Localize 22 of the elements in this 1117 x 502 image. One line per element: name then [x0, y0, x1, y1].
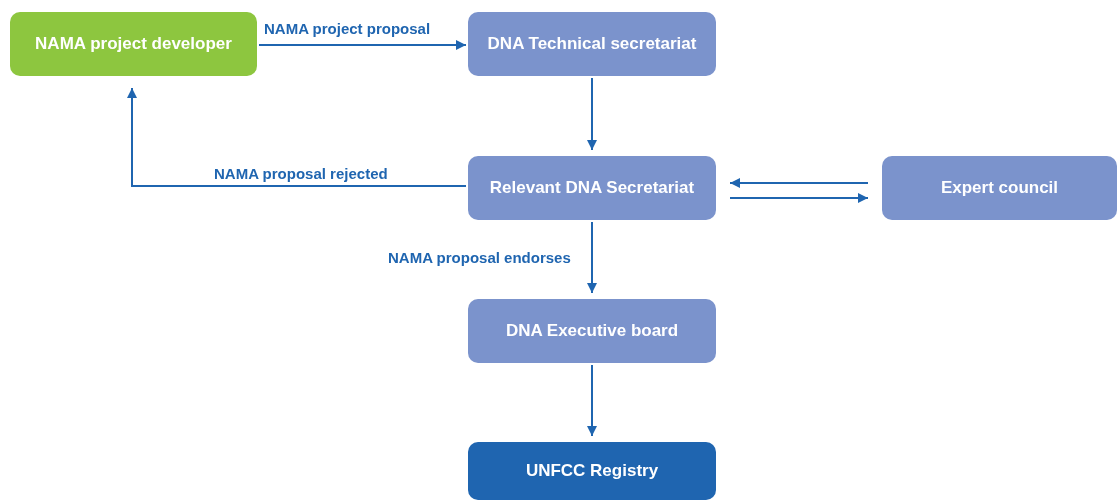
- arrow: [258, 40, 467, 50]
- node-label: Expert council: [940, 178, 1059, 198]
- node-label: Relevant DNA Secretariat: [489, 178, 695, 198]
- arrow: [729, 193, 869, 203]
- edge-label: NAMA project proposal: [262, 20, 433, 37]
- process-box: [468, 156, 716, 220]
- process-box: [468, 299, 716, 363]
- arrow: [587, 221, 597, 294]
- arrow: [587, 364, 597, 437]
- arrow: [127, 87, 467, 187]
- process-box: [468, 12, 716, 76]
- node-label: DNA Executive board: [505, 321, 679, 341]
- node-label: DNA Technical secretariat: [487, 34, 697, 54]
- edge-label: NAMA proposal rejected: [212, 165, 390, 182]
- node-label: UNFCC Registry: [525, 461, 659, 481]
- arrow: [587, 77, 597, 151]
- actor-box: [10, 12, 257, 76]
- node-label: NAMA project developer: [35, 34, 232, 54]
- process-box: [468, 442, 716, 500]
- process-box: [882, 156, 1117, 220]
- arrow: [729, 178, 869, 188]
- edge-label: NAMA proposal endorses: [386, 249, 573, 266]
